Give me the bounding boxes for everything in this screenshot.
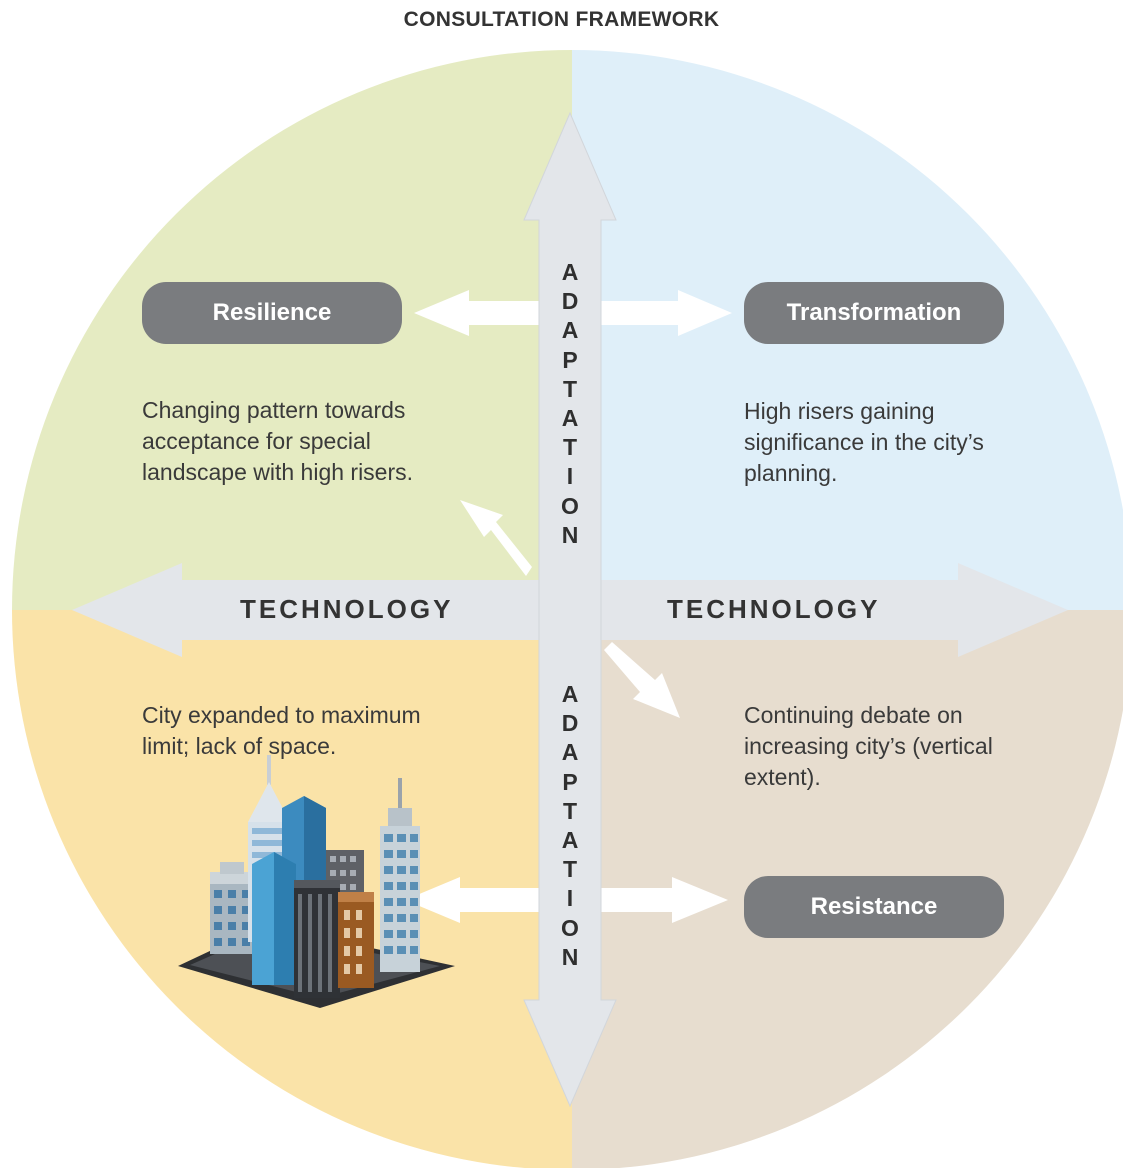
- description-top-left: Changing pattern towards acceptance for …: [142, 397, 414, 485]
- adaptation-letter: A: [561, 739, 579, 766]
- description-top-right: High risers gaining significance in the …: [744, 398, 984, 486]
- adaptation-letter: N: [561, 521, 579, 548]
- adaptation-letter: A: [561, 827, 579, 854]
- adaptation-letter: O: [561, 914, 579, 941]
- adaptation-arrow: [523, 111, 617, 1108]
- adaptation-letter: I: [566, 463, 574, 490]
- adaptation-letter: P: [562, 346, 578, 373]
- adaptation-letter: A: [561, 317, 579, 344]
- resistance-label: Resistance: [744, 876, 1004, 938]
- adaptation-letter: A: [561, 405, 579, 432]
- diagram-title: CONSULTATION FRAMEWORK: [403, 8, 720, 31]
- adaptation-letter: D: [561, 288, 579, 315]
- adaptation-letter: T: [562, 797, 578, 824]
- city-arrow: [405, 877, 540, 923]
- resilience-arrow: [414, 290, 540, 336]
- adaptation-letter: A: [561, 681, 579, 707]
- transformation-label: Transformation: [744, 282, 1004, 344]
- adaptation-letter: T: [562, 375, 578, 402]
- description-bottom-left: City expanded to maximum limit; lack of …: [142, 702, 421, 759]
- adaptation-letter: D: [561, 710, 579, 737]
- resilience-label: Resilience: [142, 282, 402, 344]
- adaptation-letter: O: [561, 492, 579, 519]
- technology-label-right: TECHNOLOGY: [667, 594, 881, 624]
- diagonal-arrow-top-left: [460, 500, 532, 576]
- transformation-arrow: [600, 290, 732, 336]
- description-bottom-right: Continuing debate on increasing city’s (…: [744, 702, 993, 790]
- adaptation-letter: P: [562, 768, 578, 795]
- adaptation-letter: N: [561, 943, 579, 970]
- technology-label-left: TECHNOLOGY: [240, 594, 454, 624]
- city-buildings-icon: [178, 755, 455, 1008]
- adaptation-letter: T: [562, 856, 578, 883]
- adaptation-letter: T: [562, 434, 578, 461]
- diagonal-arrow-bottom-right: [604, 642, 680, 718]
- adaptation-letter: I: [566, 885, 574, 912]
- resistance-arrow: [600, 877, 728, 923]
- adaptation-letter: A: [561, 259, 579, 285]
